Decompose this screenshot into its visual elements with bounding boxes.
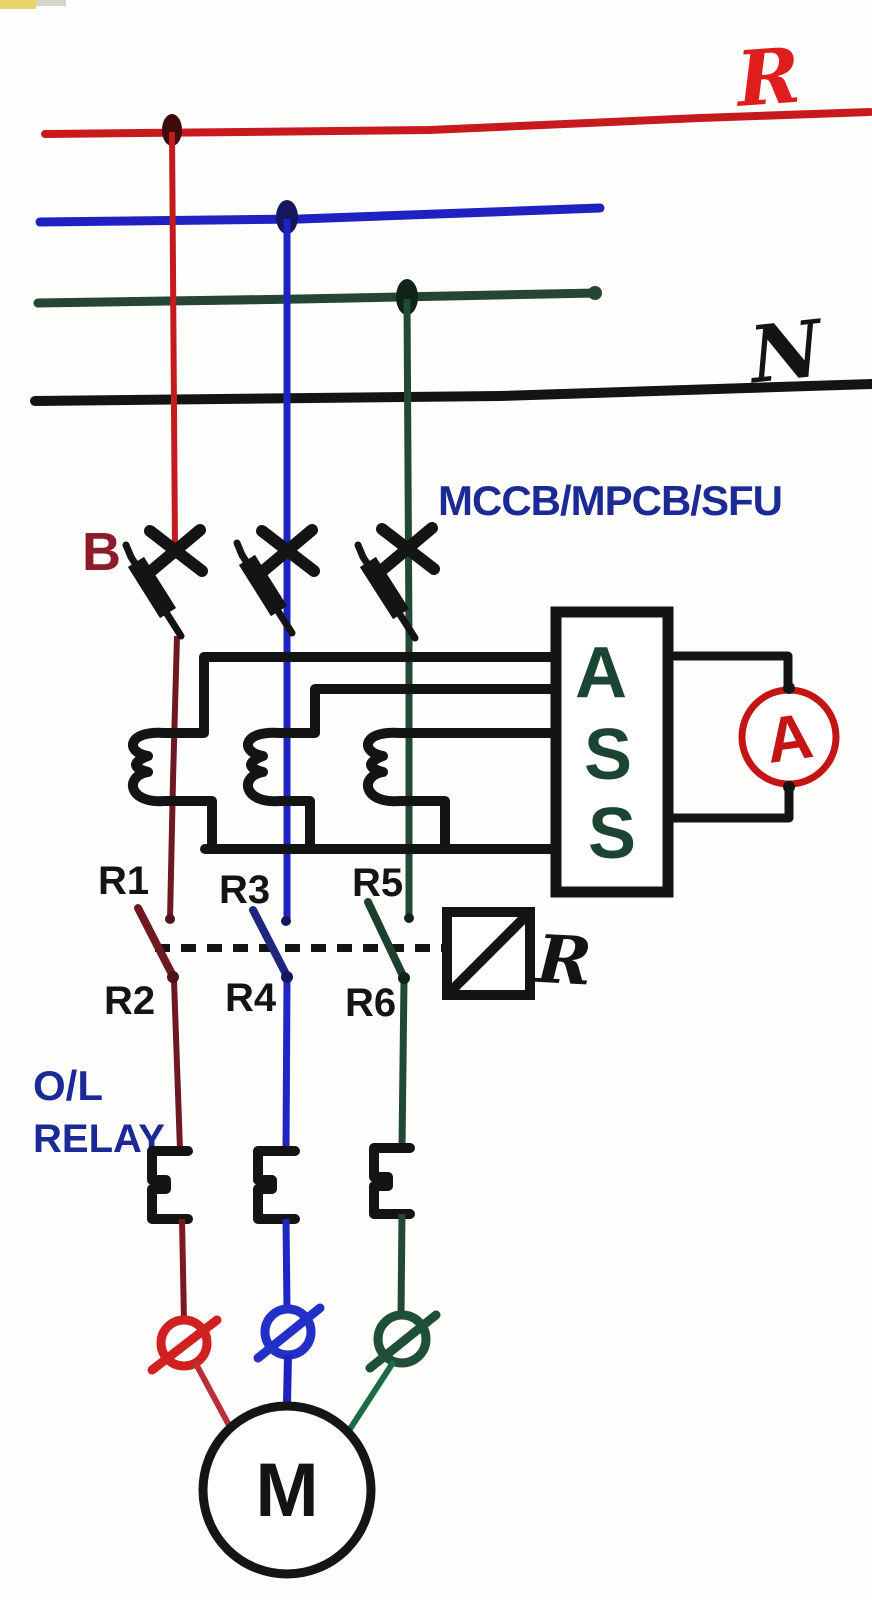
motor-label: M	[255, 1448, 318, 1533]
coil-label: R	[533, 920, 594, 1001]
junction-dot-green	[396, 279, 418, 315]
ct-coil-1	[128, 652, 561, 854]
phase-r-label: R	[732, 31, 803, 124]
ammeter-top-nub	[783, 682, 795, 694]
breaker-label: MCCB/MPCB/SFU	[438, 477, 782, 524]
contact-tip-green-bottom	[398, 972, 410, 984]
wire-green-mid	[398, 979, 408, 1148]
contact-tip-red-top	[165, 914, 175, 924]
contact-label-r1: R1	[98, 859, 149, 903]
contact-label-r4: R4	[225, 976, 277, 1020]
contact-label-r6: R6	[345, 981, 396, 1025]
motor-circle	[198, 1401, 376, 1579]
terminal-red	[147, 1315, 222, 1375]
ammeter-selector-box	[550, 606, 674, 898]
wire-blue-lower	[282, 1218, 291, 1311]
breaker-blade-3	[354, 541, 419, 642]
ol-heater-green	[369, 1143, 415, 1219]
wire-green-lower	[397, 1213, 406, 1317]
contact-label-r5: R5	[352, 861, 403, 905]
phase-blue-bus-line	[35, 203, 605, 227]
feeder-green	[403, 298, 413, 919]
contact-label-r2: R2	[104, 979, 155, 1023]
selector-letter-3: S	[588, 794, 636, 874]
feeder-red-upper	[169, 131, 178, 549]
contact-tip-blue-top	[281, 916, 291, 926]
overload-label-line2: RELAY	[33, 1117, 165, 1161]
ol-heater-blue	[253, 1146, 300, 1224]
breaker-blade-2	[233, 539, 296, 637]
breaker-blade-1	[122, 541, 185, 640]
ammeter-bottom-nub	[783, 781, 795, 793]
selector-letter-2: S	[584, 715, 632, 795]
breaker-tag-label: B	[82, 522, 121, 582]
junction-dot-blue	[276, 200, 298, 234]
contact-tip-blue-bottom	[281, 971, 293, 983]
ammeter-label: A	[761, 699, 817, 777]
overload-label-line1: O/L	[33, 1062, 103, 1109]
contact-blade-blue	[249, 906, 292, 982]
scan-smudge	[0, 0, 36, 9]
wire-red-mid	[171, 979, 183, 1151]
terminal-green	[365, 1310, 441, 1373]
motor-lead-red	[192, 1360, 234, 1431]
wire-red-lower	[179, 1218, 187, 1323]
phase-r-bus-line	[41, 108, 872, 138]
ammeter-wire-top	[663, 651, 793, 695]
breaker-x-icon-2	[256, 524, 320, 578]
terminal-blue	[253, 1303, 325, 1363]
feeder-red-lower	[167, 635, 180, 921]
contact-tip-green-top	[404, 913, 414, 923]
scan-smudge-2	[36, 0, 66, 6]
ammeter-wire-bottom	[663, 780, 794, 823]
wire-blue-mid	[282, 979, 291, 1151]
junction-dot-red	[162, 114, 182, 146]
contact-blade-green	[364, 898, 409, 984]
neutral-label: N	[743, 303, 829, 402]
breaker-x-icon-1	[144, 524, 208, 578]
neutral-bus-line	[30, 379, 872, 406]
contact-label-r3: R3	[219, 868, 270, 912]
contact-tip-red-bottom	[167, 971, 179, 983]
motor-lead-blue	[283, 1354, 292, 1405]
ol-heater-red	[147, 1146, 193, 1224]
ct-coil-3	[363, 727, 561, 854]
contact-blade-red	[134, 904, 178, 982]
coil-diagonal	[447, 912, 530, 995]
phase-green-line-end-blob	[588, 286, 602, 300]
breaker-x-icon-3	[376, 522, 440, 576]
phase-green-bus-line	[33, 288, 602, 308]
ct-coil-2	[243, 684, 561, 854]
motor-lead-green	[347, 1359, 397, 1431]
selector-letter-1: A	[575, 633, 627, 713]
